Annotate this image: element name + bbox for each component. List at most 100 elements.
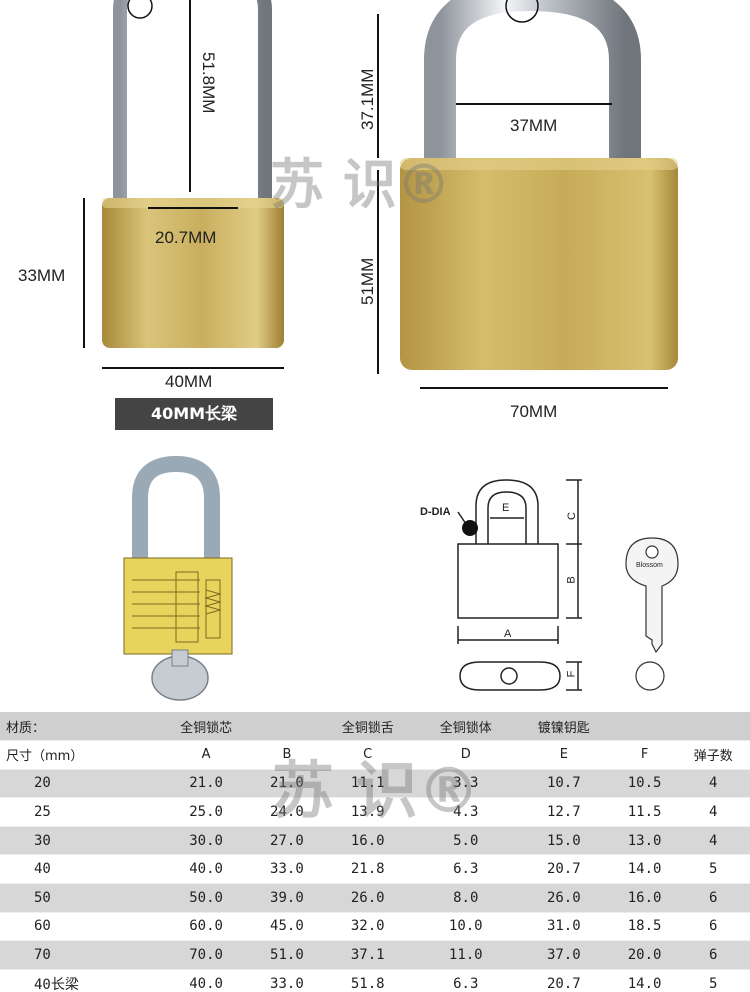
- header-cell: 弹子数: [676, 740, 750, 770]
- value-cell: 5: [676, 969, 750, 992]
- material-cell: 全铜锁体: [416, 712, 515, 741]
- value-cell: 27.0: [255, 826, 319, 855]
- size-cell: 60: [0, 912, 158, 941]
- value-cell: 33.0: [255, 854, 319, 884]
- value-cell: 13.0: [612, 826, 677, 855]
- left-body-height-label: 33MM: [18, 266, 66, 285]
- value-cell: 70.0: [157, 940, 256, 970]
- d-dia-marker: [462, 520, 478, 536]
- diagram-label-d-dia: D-DIA: [420, 506, 451, 518]
- material-cell: 材质：: [0, 712, 158, 741]
- value-cell: 20.7: [514, 854, 613, 884]
- value-cell: 10.5: [612, 769, 677, 798]
- size-cell: 70: [0, 940, 158, 970]
- material-row: 材质：全铜锁芯全铜锁舌全铜锁体镀镍钥匙: [0, 712, 750, 741]
- key-brand-label: Blossom: [636, 562, 663, 569]
- value-cell: 10.0: [416, 912, 515, 941]
- value-cell: 16.0: [318, 826, 417, 855]
- value-cell: 11.5: [612, 797, 677, 827]
- size-cell: 50: [0, 883, 158, 913]
- short-shackle-padlock: [400, 0, 678, 370]
- value-cell: 14.0: [612, 854, 677, 884]
- diagram-label-a: A: [504, 628, 512, 640]
- size-cell: 20: [0, 769, 158, 798]
- right-body-height-label: 51MM: [358, 257, 377, 305]
- value-cell: 21.8: [318, 854, 417, 884]
- watermark-table: 苏 识®: [272, 754, 480, 827]
- header-cell: C: [318, 740, 417, 770]
- watermark-top: 苏 识®: [270, 153, 451, 216]
- cutaway-lock-illustration: [123, 455, 233, 701]
- value-cell: 51.0: [255, 940, 319, 970]
- value-cell: 21.0: [255, 769, 319, 798]
- value-cell: 4: [676, 797, 750, 827]
- value-cell: 60.0: [157, 912, 256, 941]
- key-illustration: [625, 537, 679, 691]
- value-cell: 5: [676, 854, 750, 884]
- value-cell: 21.0: [157, 769, 256, 798]
- value-cell: 13.9: [318, 797, 417, 827]
- header-cell: 尺寸（mm）: [0, 740, 158, 770]
- value-cell: 20.0: [612, 940, 677, 970]
- value-cell: 11.1: [318, 769, 417, 798]
- diagram-label-c: C: [565, 512, 578, 520]
- value-cell: 11.0: [416, 940, 515, 970]
- left-shackle-width-label: 20.7MM: [155, 228, 217, 247]
- material-cell: 全铜锁舌: [318, 712, 417, 741]
- material-cell-empty: [612, 712, 677, 741]
- header-cell: B: [255, 740, 319, 770]
- value-cell: 50.0: [157, 883, 256, 913]
- header-cell: E: [514, 740, 613, 770]
- left-shackle-height-label: 51.8MM: [199, 52, 218, 114]
- dimension-drawing: [457, 479, 582, 691]
- value-cell: 4.3: [416, 797, 515, 827]
- value-cell: 12.7: [514, 797, 613, 827]
- value-cell: 18.5: [612, 912, 677, 941]
- value-cell: 4: [676, 826, 750, 855]
- value-cell: 6: [676, 912, 750, 941]
- value-cell: 3.3: [416, 769, 515, 798]
- value-cell: 16.0: [612, 883, 677, 913]
- value-cell: 40.0: [157, 969, 256, 992]
- header-cell: F: [612, 740, 677, 770]
- value-cell: 10.7: [514, 769, 613, 798]
- value-cell: 26.0: [514, 883, 613, 913]
- value-cell: 24.0: [255, 797, 319, 827]
- value-cell: 20.7: [514, 969, 613, 992]
- value-cell: 45.0: [255, 912, 319, 941]
- value-cell: 14.0: [612, 969, 677, 992]
- left-body-width-label: 40MM: [165, 372, 213, 391]
- value-cell: 31.0: [514, 912, 613, 941]
- value-cell: 39.0: [255, 883, 319, 913]
- value-cell: 8.0: [416, 883, 515, 913]
- size-cell: 25: [0, 797, 158, 827]
- value-cell: 51.8: [318, 969, 417, 992]
- value-cell: 25.0: [157, 797, 256, 827]
- diagram-label-f: F: [565, 670, 578, 678]
- value-cell: 4: [676, 769, 750, 798]
- value-cell: 6: [676, 883, 750, 913]
- value-cell: 30.0: [157, 826, 256, 855]
- padlock-diagram-area: [123, 455, 679, 701]
- diagram-label-b: B: [565, 576, 578, 584]
- value-cell: 6.3: [416, 969, 515, 992]
- value-cell: 26.0: [318, 883, 417, 913]
- size-cell: 40长梁: [0, 969, 158, 992]
- material-cell: 镀镍钥匙: [514, 712, 613, 741]
- material-cell-empty: [676, 712, 750, 741]
- long-shackle-badge: 40MM长梁: [115, 398, 273, 430]
- value-cell: 32.0: [318, 912, 417, 941]
- value-cell: 37.0: [514, 940, 613, 970]
- value-cell: 6: [676, 940, 750, 970]
- diagram-label-e: E: [502, 502, 510, 514]
